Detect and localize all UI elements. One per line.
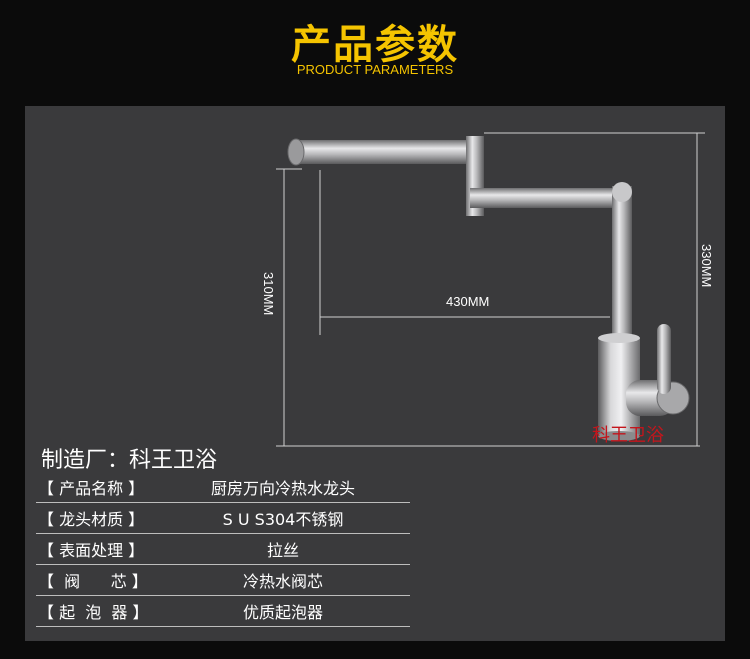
page-header: 产品参数 PRODUCT PARAMETERS [0,0,750,100]
spec-value: 冷热水阀芯 [242,572,323,591]
spec-value: 厨房万向冷热水龙头 [210,479,355,498]
spec-value: 优质起泡器 [242,603,323,622]
table-row: 【 起 泡 器 】 优质起泡器 [36,596,410,627]
spec-label: 【 表面处理 】 [38,541,145,560]
spec-value: 拉丝 [266,541,299,560]
width-dimension: 430MM [446,294,490,309]
table-row: 【 表面处理 】 拉丝 [36,534,410,565]
spec-value: S U S304不锈钢 [222,510,344,529]
table-row: 【 龙头材质 】 S U S304不锈钢 [36,503,410,534]
height-dimension-left: 310MM [261,272,276,316]
faucet-spout [287,136,632,346]
table-row: 【 阀 芯 】 冷热水阀芯 [36,565,410,596]
spec-table: 【 产品名称 】 厨房万向冷热水龙头 【 龙头材质 】 S U S304不锈钢 … [36,472,410,627]
page-subtitle: PRODUCT PARAMETERS [296,62,454,77]
manufacturer-label: 制造厂：科王卫浴 [41,448,218,473]
spec-label: 【 起 泡 器 】 [38,603,149,622]
spec-label: 【 产品名称 】 [38,479,145,498]
brand-watermark: 科王卫浴 [592,425,664,446]
spec-label: 【 龙头材质 】 [38,510,145,529]
page-title: 产品参数 [291,22,459,68]
table-row: 【 产品名称 】 厨房万向冷热水龙头 [36,472,410,503]
height-dimension-right: 330MM [699,244,714,288]
spec-label: 【 阀 芯 】 [38,572,148,591]
dimension-lines [276,132,705,447]
faucet-body [598,324,690,441]
